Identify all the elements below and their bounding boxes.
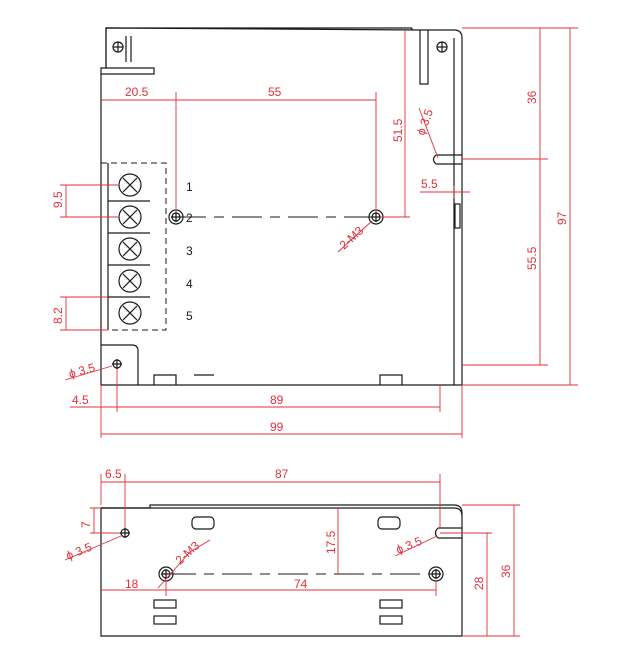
dim-4-5: 4.5: [72, 393, 89, 407]
dim-line-9-5: [60, 184, 118, 218]
side-hole-right-label: ϕ 3.5: [394, 534, 424, 557]
side-hole-left-label: ϕ 3.5: [64, 540, 94, 563]
side-bottom-slot-3: [379, 599, 403, 609]
side-bottom-slot-1: [153, 599, 177, 609]
side-dim-6-5: 6.5: [105, 467, 122, 481]
side-slot-right: [377, 516, 401, 530]
side-view-top-edge: [101, 507, 463, 517]
terminal-separators: [108, 200, 150, 298]
dim-97: 97: [555, 211, 569, 225]
terminal-block-outline: [100, 162, 167, 331]
hole-right-label: ϕ 3.5: [414, 107, 436, 137]
dim-9-5: 9.5: [51, 191, 65, 208]
dim-55: 55: [268, 85, 282, 99]
dim-20-5: 20.5: [125, 85, 149, 99]
bottom-left-hole-cross: [112, 359, 122, 369]
side-bottom-slot-4: [379, 615, 403, 625]
dim-line-20-5-55: [101, 92, 377, 212]
dim-51-5: 51.5: [391, 118, 405, 142]
bottom-tab-3: [379, 374, 403, 385]
dim-55-5: 55.5: [525, 246, 539, 270]
dim-line-8-2: [60, 296, 108, 331]
terminal-screw-1: [118, 173, 142, 197]
hole-left-label: ϕ 3.5: [67, 360, 97, 381]
dim-line-right: [539, 28, 571, 385]
side-bottom-slot-2: [153, 615, 177, 625]
terminal-number-2: 2: [186, 211, 193, 225]
right-keyhole-slot: [432, 38, 462, 385]
terminal-number-3: 3: [186, 244, 193, 258]
terminal-screw-3: [118, 237, 142, 261]
terminal-number-5: 5: [186, 309, 193, 323]
side-leader-hole-right: [394, 535, 438, 557]
terminal-screw-5: [118, 301, 142, 325]
dim-line-side-7: [90, 507, 120, 534]
dim-line-18-74: [101, 580, 437, 596]
top-right-hole-cross: [437, 42, 447, 52]
side-dim-87: 87: [275, 467, 289, 481]
side-dim-74: 74: [294, 577, 308, 591]
top-view-dimensions: 20.5 55 51.5 ϕ 3.5 5.5 36 55.5 97 9.5 8.…: [51, 27, 578, 438]
right-slot: [419, 30, 429, 85]
top-view: 1 2 3 4 5: [100, 27, 463, 386]
bottom-left-notch: [101, 344, 139, 385]
dim-36: 36: [525, 90, 539, 104]
top-view-outline: [100, 27, 463, 386]
screw-label: 2-M3: [337, 223, 367, 252]
dim-89: 89: [270, 393, 284, 407]
side-view-outline: [100, 504, 463, 637]
side-slot-left: [191, 516, 215, 530]
side-dim-18: 18: [125, 577, 139, 591]
dim-line-side-right: [486, 505, 515, 636]
dim-ext-bottom: [100, 369, 463, 438]
side-m3-screw-right: [428, 566, 444, 582]
side-view: [100, 504, 463, 637]
side-dim-17-5: 17.5: [324, 530, 338, 554]
terminal-number-1: 1: [186, 180, 193, 194]
dim-ext-side-right: [440, 504, 520, 637]
side-view-dimensions: 6.5 87 7 ϕ 3.5 2-M3 17.5 18 74 ϕ 3.5 28 …: [64, 467, 520, 637]
terminal-number-4: 4: [186, 277, 193, 291]
top-left-tab: [101, 28, 155, 75]
side-keyhole-right: [434, 527, 462, 539]
side-hole-left-cross: [120, 528, 130, 538]
dim-ext-right: [462, 27, 578, 386]
terminal-screws: [118, 173, 142, 325]
side-screw-label: 2-M3: [173, 538, 203, 567]
terminal-screw-4: [118, 269, 142, 293]
right-side-slot: [454, 203, 461, 229]
side-dim-7: 7: [79, 521, 93, 528]
top-left-hole-cross: [113, 42, 123, 52]
dim-line-51-5: [380, 30, 410, 218]
terminal-screw-2: [118, 205, 142, 229]
side-leader-hole-left: [64, 535, 122, 561]
leader-hole-right: [418, 107, 439, 159]
dim-5-5: 5.5: [421, 177, 438, 191]
m3-screw-left: [168, 209, 184, 225]
side-leader-m3: [157, 539, 211, 589]
top-left-slot: [125, 36, 132, 62]
dim-99: 99: [270, 420, 284, 434]
side-dim-28: 28: [472, 576, 486, 590]
dim-line-5-5: [420, 186, 470, 198]
dim-8-2: 8.2: [51, 307, 65, 324]
side-dim-36: 36: [499, 564, 513, 578]
bottom-tab-1: [153, 374, 177, 385]
dim-ext-side-top: [100, 474, 441, 528]
leader-hole-left: [64, 365, 113, 381]
leader-m3: [337, 220, 373, 253]
